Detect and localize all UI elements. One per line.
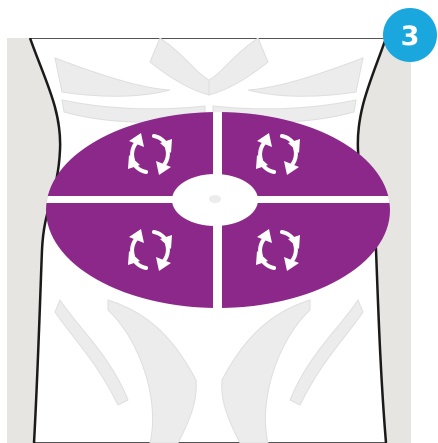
navel — [209, 195, 221, 203]
step-badge: 3 — [383, 8, 437, 62]
step-number: 3 — [401, 21, 420, 52]
